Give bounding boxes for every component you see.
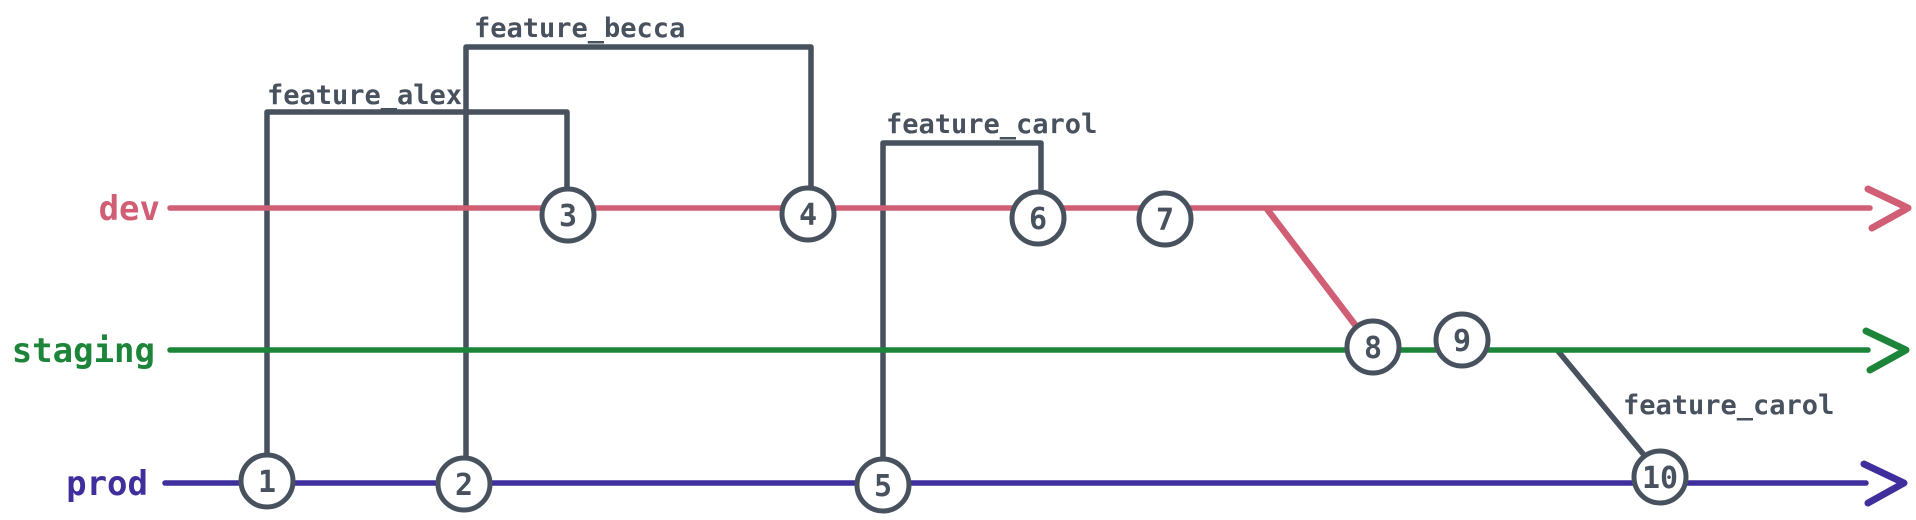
merge-line-dev-to-staging — [1263, 205, 1360, 330]
commit-number-10: 10 — [1642, 461, 1678, 496]
commit-node-1 — [238, 452, 296, 510]
commit-node-3 — [539, 186, 597, 244]
commit-number-2: 2 — [455, 468, 473, 503]
branch-arrowhead-staging-icon — [1862, 327, 1910, 374]
feature-branch-label-1: feature_becca — [474, 13, 685, 44]
feature-branch-label-3: feature_carol — [1623, 390, 1834, 421]
commit-number-4: 4 — [799, 198, 817, 233]
commit-node-6 — [1009, 189, 1067, 247]
commit-node-2 — [435, 455, 493, 513]
branch-label-dev: dev — [99, 189, 160, 229]
commit-node-8 — [1344, 318, 1402, 376]
commit-number-9: 9 — [1453, 324, 1471, 359]
feature-branch-label-2: feature_carol — [886, 109, 1097, 140]
commit-node-7 — [1136, 190, 1194, 248]
branch-label-prod: prod — [66, 464, 148, 504]
feature-branch-path-feature_alex-0 — [264, 109, 570, 461]
commit-number-3: 3 — [559, 199, 577, 234]
feature-branch-path-feature_carol-2 — [880, 140, 1044, 463]
feature-branch-path-feature_carol-3 — [1555, 348, 1647, 458]
commit-number-6: 6 — [1029, 202, 1047, 237]
branch-arrowhead-prod-icon — [1860, 460, 1908, 507]
commit-number-7: 7 — [1156, 203, 1174, 238]
branch-arrowhead-dev-icon — [1864, 185, 1912, 232]
commit-number-8: 8 — [1364, 331, 1382, 366]
feature-branch-label-0: feature_alex — [267, 80, 462, 111]
commit-number-5: 5 — [874, 469, 892, 504]
commit-number-1: 1 — [258, 465, 276, 500]
commit-node-4 — [779, 185, 837, 243]
feature-branch-path-feature_becca-1 — [463, 44, 814, 461]
commit-node-10 — [1631, 448, 1689, 506]
commit-node-9 — [1433, 311, 1491, 369]
commit-node-5 — [854, 456, 912, 514]
branch-label-staging: staging — [12, 331, 155, 371]
